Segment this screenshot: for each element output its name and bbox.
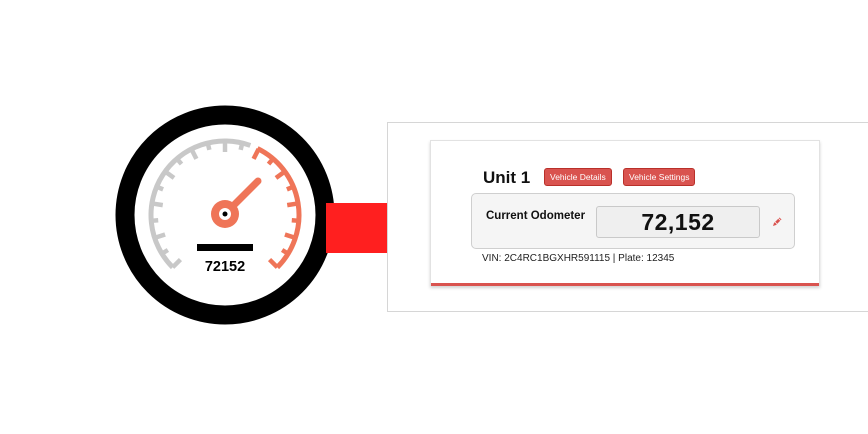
gauge-tick xyxy=(151,201,164,208)
gauge-tick xyxy=(175,157,184,166)
gauge-needle xyxy=(211,177,262,228)
gauge-tick xyxy=(266,157,275,166)
odometer-label: Current Odometer xyxy=(486,210,586,222)
odometer-value: 72,152 xyxy=(596,206,760,238)
speedometer-illustration: 72152 xyxy=(115,105,335,325)
vehicle-details-button[interactable]: Vehicle Details xyxy=(544,168,612,186)
gauge-tick xyxy=(291,218,299,224)
gauge-tick xyxy=(160,248,170,256)
gauge-arc xyxy=(148,138,252,270)
unit-title: Unit 1 xyxy=(483,168,531,187)
gauge-display-bar xyxy=(197,244,253,251)
gauge-tick xyxy=(286,184,295,192)
gauge-tick xyxy=(274,169,287,180)
gauge-ticks xyxy=(148,138,302,270)
card-accent-line xyxy=(431,283,819,286)
vehicle-card: Unit 1 Vehicle Details Vehicle Settings … xyxy=(430,140,820,286)
gauge-odometer-reading: 72152 xyxy=(205,259,245,275)
gauge-tick xyxy=(280,248,290,256)
gauge-tick xyxy=(189,148,199,160)
gauge-tick xyxy=(238,142,245,151)
vehicle-settings-button[interactable]: Vehicle Settings xyxy=(623,168,696,186)
gauge-tick xyxy=(155,184,164,192)
gauge-tick xyxy=(163,169,176,180)
gauge-tick xyxy=(205,142,212,151)
pencil-icon[interactable] xyxy=(771,216,783,228)
gauge-tick xyxy=(251,148,261,160)
gauge-tick xyxy=(286,201,299,208)
gauge-tick xyxy=(284,232,297,241)
gauge-tick xyxy=(267,257,279,269)
gauge-tick xyxy=(153,232,166,241)
gauge-tick xyxy=(151,218,159,224)
gauge-tick xyxy=(171,257,183,269)
vin-plate-text: VIN: 2C4RC1BGXHR591115 | Plate: 12345 xyxy=(482,253,675,264)
odometer-panel: Current Odometer 72,152 xyxy=(471,193,795,249)
